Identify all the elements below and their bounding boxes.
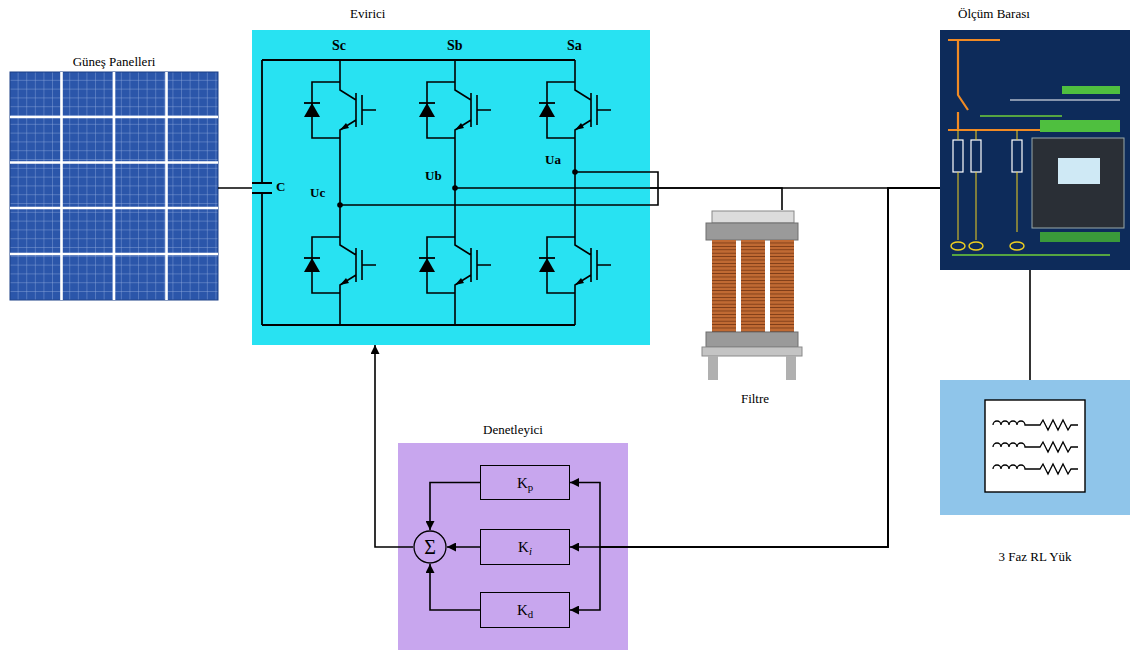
- rl-load-symbol: [993, 420, 1078, 430]
- filter-unit: Filtre: [705, 210, 805, 415]
- measurement-picture: [951, 242, 965, 250]
- heading-row: Filtre: [705, 391, 805, 415]
- inverter-circuit: [252, 60, 575, 325]
- solar-panel-picture: [10, 72, 218, 300]
- inverter-circuit: [572, 169, 578, 175]
- shape-fill: [252, 30, 1130, 650]
- filter-picture: [741, 240, 765, 332]
- rl-load-area: [940, 380, 1130, 515]
- filter-picture: [702, 211, 802, 380]
- gain-label: Kp: [517, 474, 533, 492]
- measurement-picture: [1010, 242, 1024, 250]
- measurement-picture: [1012, 140, 1022, 172]
- node-heading: 3 Faz RL Yük: [998, 549, 1071, 565]
- filter-picture: [770, 240, 794, 332]
- signal-label: Uc: [310, 186, 325, 200]
- signal-label: Sb: [447, 38, 463, 53]
- measurement-picture: [952, 254, 1110, 255]
- inverter-circuit: [304, 60, 376, 325]
- node-heading: Filtre: [741, 391, 769, 407]
- connector: [430, 564, 480, 610]
- gain-label: Kd: [517, 601, 533, 619]
- filter-picture: [708, 356, 718, 380]
- controller-box: DenetleyiciKpKiKd Σ: [398, 418, 628, 650]
- connector: [447, 546, 480, 548]
- signal-label: Ua: [545, 153, 561, 167]
- rl-load-symbol: [985, 400, 1085, 492]
- heading-row: 3 Faz RL Yük: [940, 549, 1130, 572]
- heading-row: Denetleyici: [398, 418, 628, 443]
- node-heading: Güneş Panelleri: [73, 54, 156, 70]
- measurement-picture: [1058, 158, 1100, 184]
- gain-label: Σ: [424, 535, 436, 559]
- connector: [570, 188, 940, 547]
- rl-load-symbol: [985, 400, 1085, 492]
- filter-picture: [702, 347, 802, 356]
- gain-box: Ki: [480, 529, 570, 565]
- solar-panel-picture: [10, 72, 218, 300]
- filter-picture: [712, 211, 794, 223]
- measurement-bus-area: [940, 30, 1130, 270]
- solar-panel-area: [10, 72, 218, 300]
- inverter-circuit: [337, 202, 343, 208]
- inverter-circuit: [419, 60, 491, 325]
- measurement-picture: [969, 242, 983, 250]
- measurement-picture: [1010, 100, 1120, 101]
- connector: [375, 345, 413, 547]
- signal-label: C: [276, 180, 285, 194]
- connector: [430, 483, 480, 531]
- connector: [218, 187, 252, 189]
- measurement-picture: [1040, 232, 1120, 242]
- signal-label: Ub: [425, 169, 442, 183]
- connector-layer: [218, 188, 1030, 610]
- connector: [570, 188, 940, 610]
- gain-box: Kd: [480, 592, 570, 628]
- measurement-picture: [958, 130, 1017, 240]
- measurement-picture: [948, 40, 1124, 255]
- heading-row: Evirici: [252, 2, 650, 30]
- node-heading: Denetleyici: [483, 422, 543, 438]
- gain-box: Kp: [480, 465, 570, 500]
- rl-load-fill: [940, 380, 1130, 515]
- signal-label: Sa: [567, 38, 582, 53]
- gain-label: Ki: [518, 538, 532, 556]
- inverter-box: Evirici: [252, 2, 650, 345]
- measurement-picture: [1062, 86, 1120, 94]
- measurement-picture: [1032, 138, 1124, 228]
- rl-load-symbol: [993, 464, 1078, 474]
- solar-panel-picture: [10, 72, 218, 300]
- inverter-circuit: [452, 185, 458, 191]
- connector: [570, 188, 940, 547]
- measurement-picture: [1040, 120, 1120, 132]
- measurement-picture: [948, 40, 1062, 130]
- rl-load-symbol: [993, 442, 1078, 452]
- heading-row: Ölçüm Barası: [940, 2, 1130, 30]
- filter-picture: [706, 223, 798, 240]
- measurement-picture: [953, 140, 963, 172]
- measurement-bus-fill: [940, 30, 1130, 270]
- connector: [650, 188, 782, 210]
- solar-panel: Güneş Panelleri: [10, 50, 218, 300]
- measurement-bus: Ölçüm Barası: [940, 2, 1130, 270]
- inverter-circuit: [252, 60, 658, 325]
- filter-picture: [786, 356, 796, 380]
- summing-junction: Σ: [413, 530, 447, 564]
- filter-picture: [706, 332, 798, 347]
- circle-outline: [414, 531, 446, 563]
- connector: [1029, 270, 1031, 380]
- node-heading: Evirici: [350, 6, 385, 22]
- filter-picture: [712, 240, 736, 332]
- rl-load: 3 Faz RL Yük: [940, 380, 1130, 572]
- inverter-circuit: [539, 60, 611, 325]
- node-heading: Ölçüm Barası: [958, 6, 1030, 22]
- heading-row: Güneş Panelleri: [10, 50, 218, 72]
- signal-label: Sc: [332, 38, 346, 53]
- measurement-picture: [971, 140, 981, 172]
- inverter-circuit: [340, 172, 658, 205]
- measurement-picture: [980, 115, 1062, 117]
- filter-unit-area: [705, 210, 805, 385]
